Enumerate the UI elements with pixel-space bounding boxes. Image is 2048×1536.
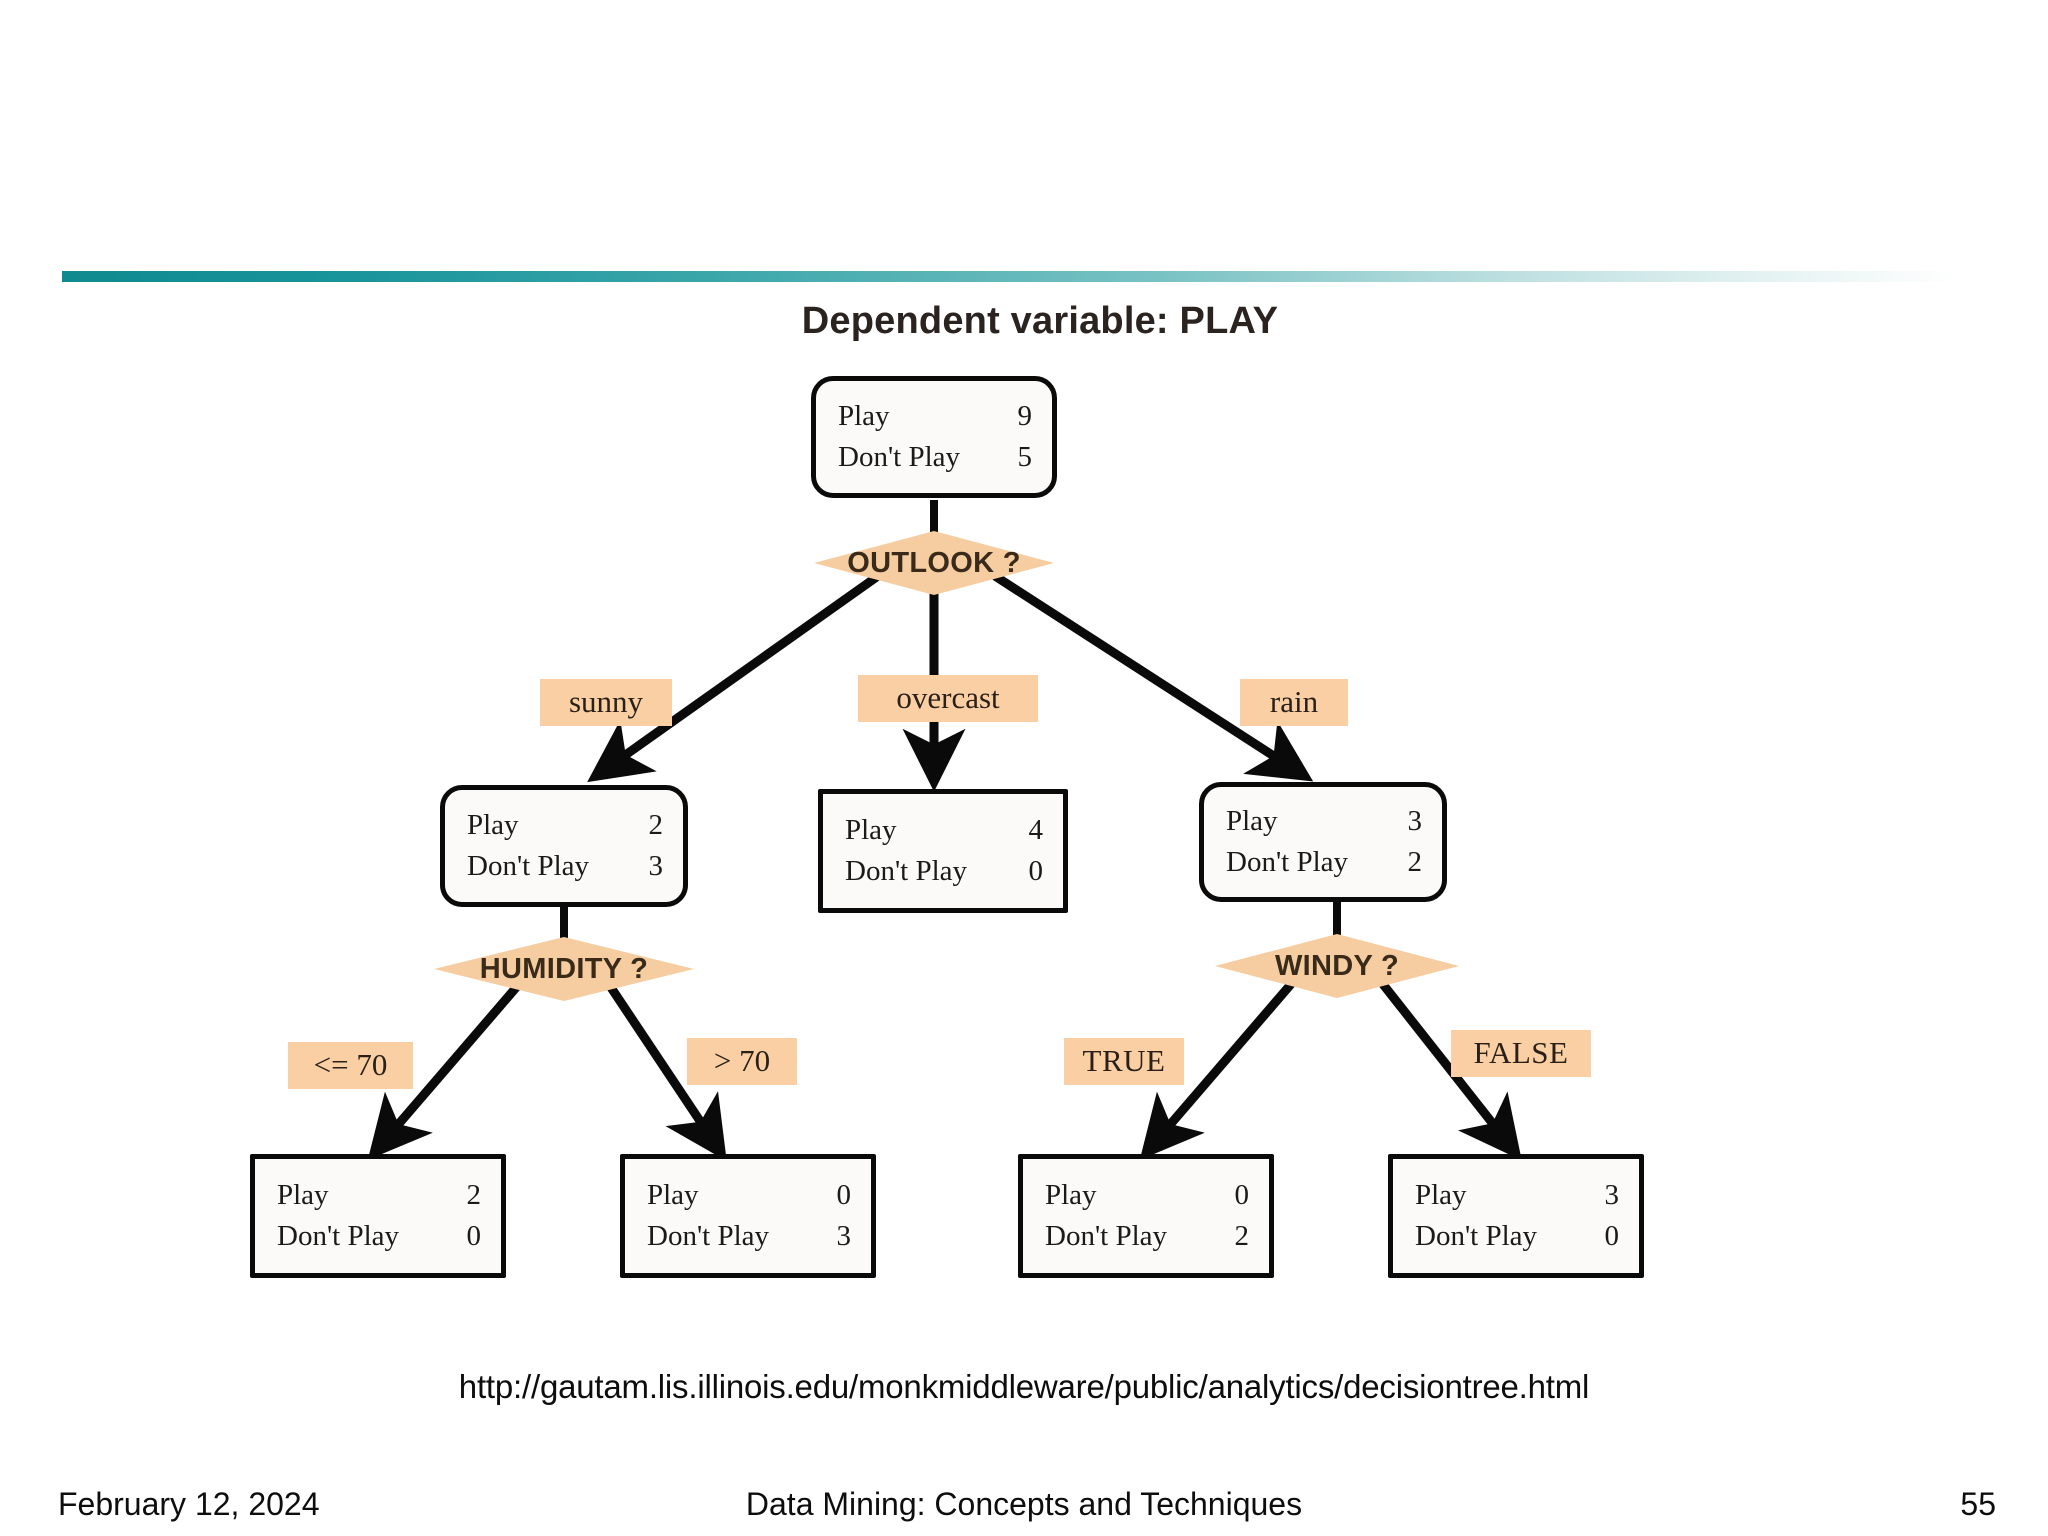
node-overcast-row-dontplay: Don't Play 0 [823, 851, 1063, 892]
node-humidity-gt70[interactable]: Play 0 Don't Play 3 [620, 1154, 876, 1278]
edge-label-windy-false: FALSE [1451, 1030, 1591, 1077]
node-windy-true-dontplay-value: 2 [1234, 1220, 1250, 1252]
edge-label-humidity-gt70: > 70 [687, 1038, 797, 1085]
edge-label-sunny: sunny [540, 679, 672, 726]
slide-footer: February 12, 2024 Data Mining: Concepts … [0, 1486, 2048, 1536]
node-windy-true-play-value: 0 [1234, 1178, 1250, 1211]
edge-label-rain: rain [1240, 679, 1348, 726]
node-overcast-dontplay-value: 0 [1028, 855, 1044, 887]
edge-root-rain [992, 572, 1314, 782]
footer-book-title: Data Mining: Concepts and Techniques [745, 1486, 1303, 1522]
node-le70-row-dontplay: Don't Play 0 [255, 1216, 501, 1257]
source-url[interactable]: http://gautam.lis.illinois.edu/monkmiddl… [458, 1368, 1590, 1405]
node-overcast-play-label: Play [845, 813, 897, 846]
edge-sunny-gt70 [604, 980, 727, 1162]
node-gt70-row-dontplay: Don't Play 3 [625, 1216, 871, 1257]
node-windy-true[interactable]: Play 0 Don't Play 2 [1018, 1154, 1274, 1278]
node-root-dontplay-value: 5 [1017, 441, 1033, 473]
node-sunny-play-value: 2 [648, 808, 664, 841]
node-sunny-dontplay-label: Don't Play [467, 850, 590, 882]
decision-outlook-label: OUTLOOK ? [847, 546, 1021, 579]
decision-windy[interactable]: WINDY ? [1215, 934, 1459, 998]
node-sunny-dontplay-value: 3 [648, 850, 664, 882]
node-gt70-dontplay-value: 3 [836, 1220, 852, 1252]
node-windy-true-play-label: Play [1045, 1178, 1097, 1211]
footer-page-number: 55 [1960, 1486, 1996, 1522]
node-rain-dontplay-label: Don't Play [1226, 846, 1349, 878]
node-root-row-dontplay: Don't Play 5 [816, 437, 1052, 478]
node-le70-play-label: Play [277, 1178, 329, 1211]
node-rain-play-label: Play [1226, 804, 1278, 837]
node-le70-dontplay-label: Don't Play [277, 1220, 400, 1252]
footer-date: February 12, 2024 [58, 1486, 320, 1522]
node-gt70-dontplay-label: Don't Play [647, 1220, 770, 1252]
node-rain-dontplay-value: 2 [1407, 846, 1423, 878]
node-gt70-row-play: Play 0 [625, 1175, 871, 1216]
node-le70-play-value: 2 [466, 1178, 482, 1211]
edge-label-overcast: overcast [858, 675, 1038, 722]
edge-rain-false [1378, 980, 1522, 1161]
edge-root-sunny [587, 572, 881, 783]
node-windy-false-row-dontplay: Don't Play 0 [1393, 1216, 1639, 1257]
node-windy-false-play-value: 3 [1604, 1178, 1620, 1211]
node-windy-false-row-play: Play 3 [1393, 1175, 1639, 1216]
node-sunny-row-dontplay: Don't Play 3 [445, 846, 683, 887]
node-gt70-play-value: 0 [836, 1178, 852, 1211]
decision-humidity-label: HUMIDITY ? [479, 952, 649, 985]
node-root-play-label: Play [838, 399, 890, 432]
node-sunny-play-label: Play [467, 808, 519, 841]
decision-windy-label: WINDY ? [1274, 949, 1399, 982]
node-overcast[interactable]: Play 4 Don't Play 0 [818, 789, 1068, 913]
node-root-row-play: Play 9 [816, 396, 1052, 437]
node-overcast-dontplay-label: Don't Play [845, 855, 968, 887]
node-rain-row-play: Play 3 [1204, 801, 1442, 842]
node-windy-false[interactable]: Play 3 Don't Play 0 [1388, 1154, 1644, 1278]
node-root-dontplay-label: Don't Play [838, 441, 961, 473]
node-sunny-row-play: Play 2 [445, 805, 683, 846]
node-rain-row-dontplay: Don't Play 2 [1204, 842, 1442, 883]
node-le70-row-play: Play 2 [255, 1175, 501, 1216]
node-windy-false-play-label: Play [1415, 1178, 1467, 1211]
edge-rain-true [1139, 980, 1296, 1160]
slide-accent-bar [62, 271, 1957, 282]
node-rain[interactable]: Play 3 Don't Play 2 [1199, 782, 1447, 902]
node-overcast-row-play: Play 4 [823, 810, 1063, 851]
edge-sunny-le70 [367, 980, 524, 1160]
node-rain-play-value: 3 [1407, 804, 1423, 837]
diagram-title: Dependent variable: PLAY [801, 300, 1279, 342]
decision-tree-diagram: Dependent variable: PLAY [250, 300, 1644, 1278]
node-root-play-value: 9 [1017, 399, 1033, 432]
tree-connectors [367, 500, 1522, 1162]
decision-humidity[interactable]: HUMIDITY ? [434, 937, 694, 1001]
edge-label-humidity-le70: <= 70 [288, 1042, 413, 1089]
edge-label-windy-true: TRUE [1064, 1038, 1184, 1085]
node-humidity-le70[interactable]: Play 2 Don't Play 0 [250, 1154, 506, 1278]
decision-outlook[interactable]: OUTLOOK ? [814, 531, 1054, 595]
node-sunny[interactable]: Play 2 Don't Play 3 [440, 785, 688, 907]
node-windy-false-dontplay-value: 0 [1604, 1220, 1620, 1252]
node-overcast-play-value: 4 [1028, 813, 1044, 846]
node-windy-false-dontplay-label: Don't Play [1415, 1220, 1538, 1252]
node-windy-true-row-play: Play 0 [1023, 1175, 1269, 1216]
node-windy-true-dontplay-label: Don't Play [1045, 1220, 1168, 1252]
node-le70-dontplay-value: 0 [466, 1220, 482, 1252]
node-windy-true-row-dontplay: Don't Play 2 [1023, 1216, 1269, 1257]
node-gt70-play-label: Play [647, 1178, 699, 1211]
node-root[interactable]: Play 9 Don't Play 5 [811, 376, 1057, 498]
